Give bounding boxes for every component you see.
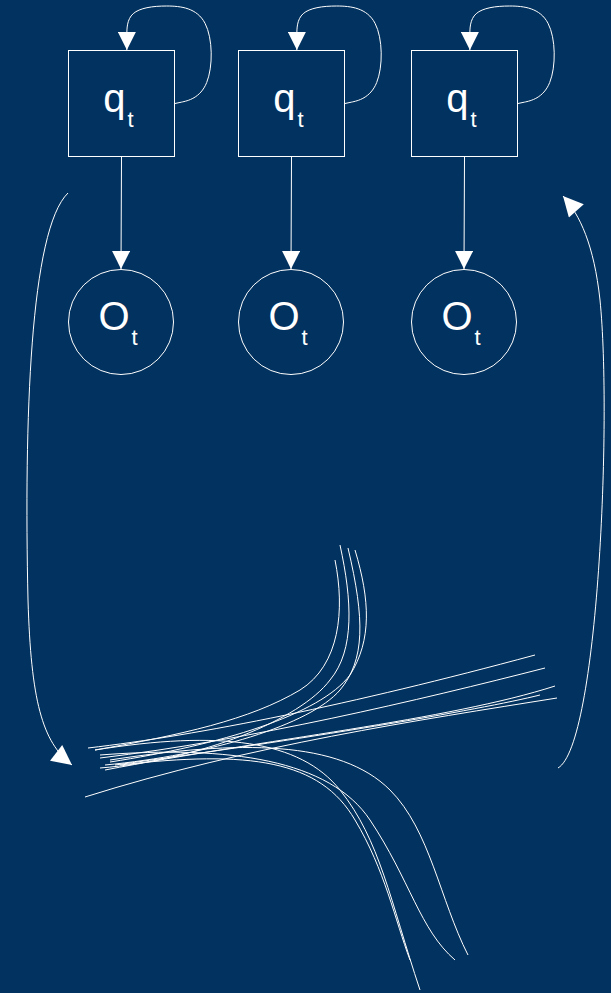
variable-name: O (441, 296, 472, 336)
subscript: t (302, 327, 308, 349)
emission-arrow (121, 157, 123, 269)
variable-name: q (446, 78, 468, 118)
trajectory-line (110, 550, 366, 762)
self-transition (127, 6, 211, 104)
variable-name: O (268, 296, 299, 336)
trajectory-line (95, 560, 339, 750)
observation-circle: Ot (411, 269, 517, 375)
observation-circle: Ot (238, 269, 344, 375)
emission-arrow (291, 157, 293, 269)
observation-circle: Ot (68, 269, 174, 375)
circle-border (412, 270, 517, 375)
trajectory-bundle (85, 545, 557, 990)
subscript: t (132, 327, 138, 349)
trajectory-line (95, 740, 420, 990)
variable-name: q (273, 78, 295, 118)
state-box: qt (411, 50, 518, 157)
trajectory-line (88, 655, 535, 748)
trajectory-line (100, 752, 455, 960)
subscript: t (475, 327, 481, 349)
state-box: qt (68, 50, 175, 157)
circle-border (69, 270, 174, 375)
trajectory-line (110, 748, 468, 955)
feedback-arrow (558, 196, 604, 768)
variable-name: q (103, 78, 125, 118)
trajectory-line (85, 698, 557, 797)
trajectory-line (115, 695, 540, 765)
circle-border (239, 270, 344, 375)
subscript: t (298, 109, 304, 131)
subscript: t (471, 109, 477, 131)
trajectory-line (105, 548, 360, 765)
subscript: t (128, 109, 134, 131)
feedback-arrow (27, 193, 72, 765)
self-transition (470, 6, 554, 104)
state-box: qt (238, 50, 345, 157)
self-transition (297, 6, 381, 104)
trajectory-line (100, 545, 349, 768)
emission-arrow (464, 157, 466, 269)
trajectory-line (120, 759, 410, 960)
trajectory-line (100, 668, 545, 758)
variable-name: O (98, 296, 129, 336)
